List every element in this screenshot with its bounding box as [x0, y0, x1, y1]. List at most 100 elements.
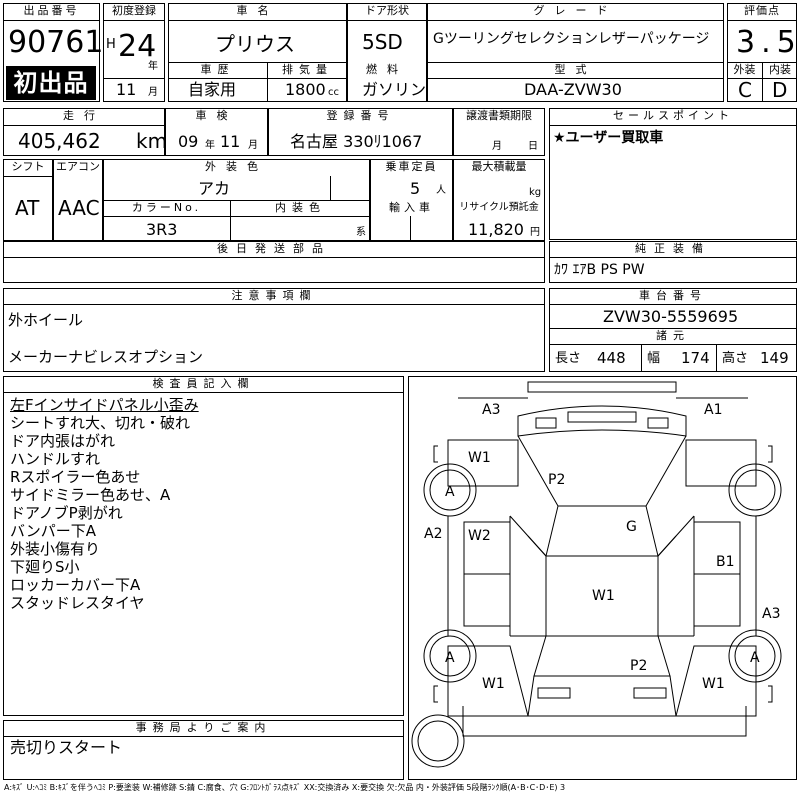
chassis-cell	[549, 288, 797, 372]
grade-cell	[427, 3, 724, 102]
recycle-value: 11,820	[468, 220, 524, 239]
equipment-cell	[549, 241, 797, 283]
equipment-value: ｶﾜ ｴｱB PS PW	[554, 262, 645, 278]
transfer-label: 譲渡書類期限	[466, 109, 532, 122]
inspector-label: 検査員記入欄	[152, 377, 255, 390]
front-right-wheel	[728, 463, 782, 517]
later-parts-cell	[3, 241, 545, 283]
color-value: アカ	[198, 179, 231, 198]
first-reg-month-unit: 月	[148, 87, 158, 98]
grade-value: Gツーリングセレクションレザーパッケージ	[433, 31, 710, 47]
first-reg-era: H	[106, 37, 116, 52]
inspector-line: サイドミラー色あせ、A	[10, 486, 171, 504]
shift-value: AT	[15, 196, 40, 220]
mileage-value: 405,462	[18, 129, 101, 153]
inspector-line: ロッカーカバー下A	[10, 576, 141, 594]
office-cell	[3, 720, 404, 780]
inspector-line: Rスポイラー色あせ	[10, 468, 141, 486]
sales-point-cell	[549, 108, 797, 240]
inspector-line: ドア内張はがれ	[10, 432, 116, 450]
displacement-label: 排気量	[282, 63, 333, 76]
color-no-label: カラーNo.	[131, 201, 202, 214]
rear-left-wheel	[423, 629, 477, 683]
inspection-month-unit: 月	[248, 140, 258, 151]
capacity-value: 5	[410, 179, 421, 198]
mark-b1-right: B1	[716, 554, 735, 570]
legend: A:ｷｽﾞ U:ﾍｺﾐ B:ｷｽﾞを伴うﾍｺﾐ P:要塗装 W:補修跡 S:錆 …	[4, 783, 566, 792]
int-color-label: 内装色	[275, 201, 326, 214]
interior-label: 内装	[769, 63, 791, 76]
width-label: 幅	[647, 351, 661, 366]
mark-w1-right-rear: W1	[702, 676, 725, 692]
color-no-value: 3R3	[146, 220, 178, 239]
recycle-unit: 円	[530, 227, 540, 238]
inspector-line: スタッドレスタイヤ	[10, 594, 145, 612]
note-line: 外ホイール	[8, 311, 84, 329]
max-load-cell	[453, 159, 545, 241]
import-label: 輸入車	[389, 201, 434, 214]
door-cell	[347, 3, 427, 102]
first-reg-year: 24	[118, 29, 157, 64]
model-value: DAA-ZVW30	[524, 80, 622, 99]
inspector-line: ハンドルすれ	[10, 450, 101, 468]
mark-a-rear-right-wheel: A	[750, 650, 760, 666]
capacity-cell	[370, 159, 453, 241]
height-label: 高さ	[722, 351, 749, 366]
capacity-unit: 人	[436, 185, 446, 196]
length-label: 長さ	[555, 351, 582, 366]
mark-w1-left-front: W1	[468, 450, 491, 466]
aircon-cell	[53, 159, 103, 241]
fuel-label: 燃料	[366, 63, 408, 76]
damage-diagram-panel	[408, 376, 797, 780]
aircon-label: エアコン	[56, 160, 100, 173]
door-value: 5SD	[362, 30, 403, 54]
model-label: 型式	[554, 63, 597, 76]
history-value: 自家用	[188, 80, 237, 99]
mark-p2-hood: P2	[548, 472, 565, 488]
front-left-wheel	[423, 463, 477, 517]
equipment-label: 純正装備	[635, 242, 711, 255]
mark-w1-roof: W1	[592, 588, 615, 604]
height-value: 149	[760, 349, 789, 367]
fuel-value: ガソリン	[362, 80, 427, 99]
transfer-day-unit: 日	[528, 141, 538, 152]
door-label: ドア形状	[365, 4, 409, 17]
sales-point-label: セールスポイント	[613, 109, 733, 122]
car-name-label: 車名	[236, 4, 279, 17]
int-color-unit: 系	[356, 227, 366, 238]
office-text: 売切りスタート	[10, 738, 123, 757]
color-label: 外装色	[205, 160, 268, 173]
displacement-unit: cc	[328, 87, 339, 98]
inspector-line: シートすれ大、切れ・破れ	[10, 414, 191, 432]
shift-cell	[3, 159, 53, 241]
plate-cell	[268, 108, 453, 156]
inspection-year-unit: 年	[205, 140, 215, 151]
inspector-line: ドアノブP剥がれ	[10, 504, 123, 522]
inspector-cell	[3, 376, 404, 716]
mark-a3-right: A3	[762, 606, 780, 622]
note-line: メーカーナビレスオプション	[8, 348, 204, 366]
transfer-month-unit: 月	[492, 141, 502, 152]
mark-a3-top-left: A3	[482, 402, 500, 418]
first-reg-cell	[103, 3, 165, 102]
score-label: 評価点	[744, 4, 780, 17]
recycle-label: リサイクル預託金	[459, 202, 539, 213]
inspection-month: 11	[220, 132, 241, 151]
first-listing-badge: 初出品	[6, 66, 96, 100]
car-name: プリウス	[215, 32, 295, 56]
aircon-value: AAC	[58, 196, 100, 220]
later-parts-label: 後日発送部品	[217, 242, 331, 255]
lot-number: 90761	[8, 25, 104, 60]
notes-label: 注意事項欄	[231, 289, 317, 302]
mark-g-windshield: G	[626, 519, 637, 535]
first-reg-month: 11	[116, 80, 137, 99]
mileage-label: 走行	[63, 109, 105, 122]
notes-cell	[3, 288, 545, 372]
max-load-label: 最大積載量	[471, 160, 527, 173]
inspector-line: バンパー下A	[10, 522, 97, 540]
mark-a1-top-right: A1	[704, 402, 722, 418]
inspector-line: 下廻りS小	[10, 558, 80, 576]
mark-a-front-left-wheel: A	[445, 484, 455, 500]
shift-label: シフト	[11, 160, 45, 173]
car-damage-diagram: A3 A1 W1 A P2 G A2 W2 B1 A3 W1 A A P2 W1…	[411, 381, 782, 768]
